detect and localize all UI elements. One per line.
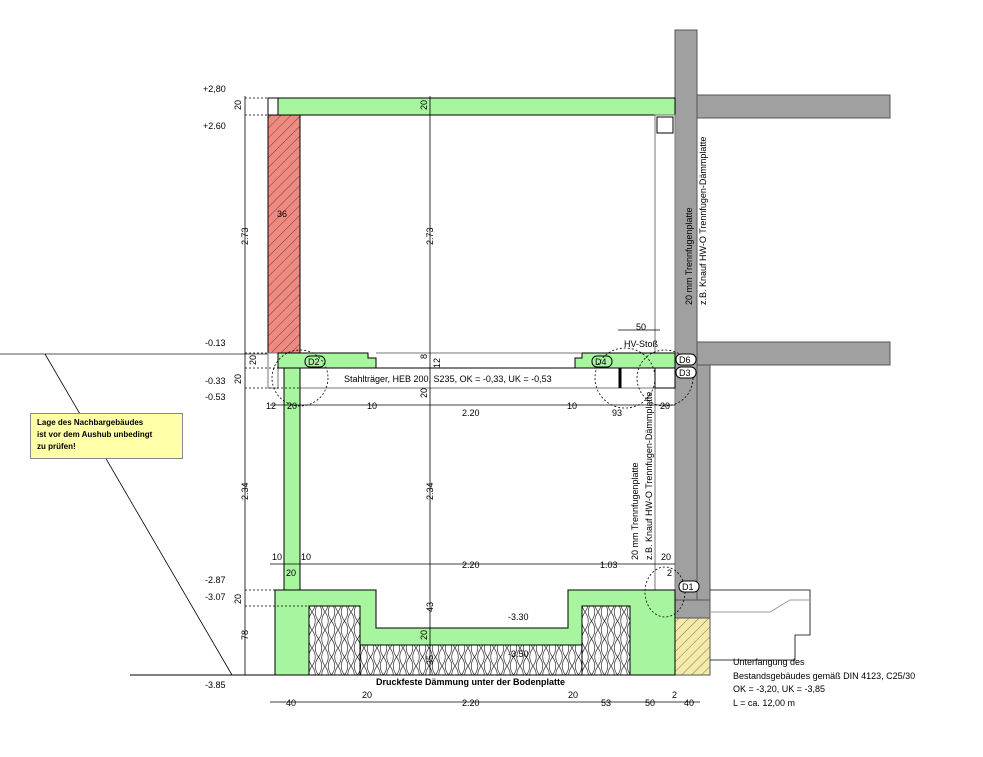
svg-text:L = ca. 12,00 m: L = ca. 12,00 m [733, 698, 795, 708]
svg-text:35: 35 [425, 655, 435, 665]
svg-text:20: 20 [660, 401, 670, 411]
svg-text:2.73: 2.73 [240, 227, 250, 245]
svg-text:HV-Stoß: HV-Stoß [624, 339, 659, 349]
svg-text:20: 20 [286, 568, 296, 578]
svg-text:20: 20 [419, 388, 429, 398]
new-structure [267, 97, 694, 676]
svg-text:z.B. Knauf HW-O Trennfugen-Däm: z.B. Knauf HW-O Trennfugen-Dämmplatte [698, 137, 708, 305]
svg-text:93: 93 [612, 408, 622, 418]
note-line: ist vor dem Aushub unbedingt [37, 430, 153, 439]
svg-text:40: 40 [286, 698, 296, 708]
note-line: Lage des Nachbargebäudes [37, 418, 144, 427]
svg-text:10: 10 [272, 552, 282, 562]
svg-text:20: 20 [419, 100, 429, 110]
svg-text:Druckfeste Dämmung unter der B: Druckfeste Dämmung unter der Bodenplatte [376, 677, 565, 687]
level-markers: +2,80 +2.60 -0.13 -0.33 -0.53 -2.87 -3.0… [203, 84, 529, 690]
svg-text:12: 12 [266, 401, 276, 411]
svg-text:2: 2 [667, 568, 672, 578]
svg-text:D1: D1 [682, 582, 694, 592]
level-label: -3.30 [508, 612, 529, 622]
svg-text:20: 20 [568, 690, 578, 700]
svg-text:D3: D3 [679, 368, 691, 378]
level-label: -0.33 [205, 376, 226, 386]
svg-text:50: 50 [636, 322, 646, 332]
svg-text:D2: D2 [308, 357, 320, 367]
dimension-lines [244, 96, 700, 703]
svg-text:40: 40 [684, 698, 694, 708]
svg-text:20: 20 [362, 690, 372, 700]
masonry-wall [267, 114, 301, 354]
level-label: -3.07 [205, 592, 226, 602]
level-label: -0.13 [205, 338, 226, 348]
svg-text:20 mm Trennfugenplatte: 20 mm Trennfugenplatte [630, 462, 640, 560]
svg-text:43: 43 [425, 602, 435, 612]
svg-text:Unterfangung des: Unterfangung des [733, 657, 805, 667]
level-label: -2.87 [205, 575, 226, 585]
svg-text:1.03: 1.03 [600, 560, 618, 570]
level-label: -0.53 [205, 392, 226, 402]
ground-lines [0, 353, 275, 676]
svg-text:20: 20 [661, 552, 671, 562]
note-line: zu prüfen! [37, 442, 76, 451]
svg-text:78: 78 [240, 630, 250, 640]
svg-text:10: 10 [301, 552, 311, 562]
svg-text:8: 8 [419, 354, 429, 359]
svg-text:Stahlträger, HEB 200, S235, OK: Stahlträger, HEB 200, S235, OK = -0,33, … [344, 374, 552, 384]
svg-text:20: 20 [419, 630, 429, 640]
svg-text:2.34: 2.34 [425, 482, 435, 500]
svg-text:12: 12 [432, 358, 442, 368]
svg-text:53: 53 [601, 698, 611, 708]
svg-text:20: 20 [233, 594, 243, 604]
svg-text:D4: D4 [595, 357, 607, 367]
svg-text:2: 2 [672, 690, 677, 700]
level-label: +2.60 [203, 121, 226, 131]
svg-text:20: 20 [233, 374, 243, 384]
svg-text:2.20: 2.20 [462, 698, 480, 708]
svg-text:20 mm Trennfugenplatte: 20 mm Trennfugenplatte [684, 207, 694, 305]
svg-text:2.20: 2.20 [462, 408, 480, 418]
svg-text:OK = -3,20, UK = -3,85: OK = -3,20, UK = -3,85 [733, 684, 825, 694]
underpinning [674, 617, 711, 676]
svg-text:10: 10 [567, 401, 577, 411]
svg-text:50: 50 [645, 698, 655, 708]
detail-tags: D2 D4 D6 D3 D1 [304, 353, 700, 593]
level-label: +2,80 [203, 84, 226, 94]
warning-note: Lage des Nachbargebäudes ist vor dem Aus… [30, 413, 183, 459]
existing-building [674, 29, 891, 676]
svg-text:20: 20 [233, 100, 243, 110]
svg-text:Bestandsgebäudes gemäß DIN 412: Bestandsgebäudes gemäß DIN 4123, C25/30 [733, 671, 915, 681]
svg-text:10: 10 [367, 401, 377, 411]
svg-text:20: 20 [287, 401, 297, 411]
svg-text:2.73: 2.73 [425, 227, 435, 245]
dimension-texts: 20 20 2.73 2.73 36 20 20 20 8 12 12 20 1… [233, 100, 694, 708]
svg-text:D6: D6 [679, 355, 691, 365]
svg-text:20: 20 [248, 355, 258, 365]
level-label: -3.50 [508, 649, 529, 659]
level-label: -3.85 [205, 680, 226, 690]
svg-text:2.20: 2.20 [462, 560, 480, 570]
svg-text:2.34: 2.34 [240, 482, 250, 500]
annotations: HV-Stoß Stahlträger, HEB 200, S235, OK =… [344, 137, 915, 708]
svg-text:z.B. Knauf HW-O Trennfugen-Däm: z.B. Knauf HW-O Trennfugen-Dämmplatte [644, 392, 654, 560]
roof-slab [277, 97, 676, 116]
svg-text:36: 36 [277, 209, 287, 219]
